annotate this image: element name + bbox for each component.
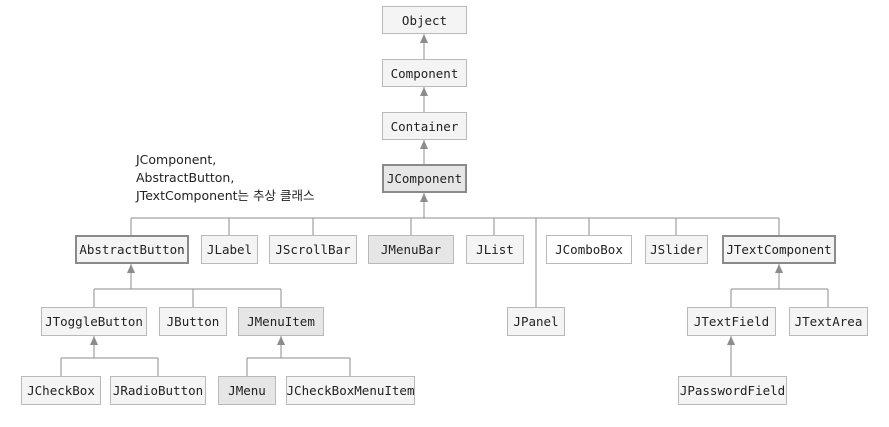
- arrow-to-jcomponent: [420, 193, 428, 202]
- class-jcheckbox: JCheckBox: [21, 376, 101, 405]
- arrow-to-jtogglebutton: [90, 336, 98, 345]
- class-object: Object: [382, 6, 467, 34]
- class-jcomponent: JComponent: [382, 164, 467, 193]
- class-component: Component: [382, 59, 467, 87]
- class-jmenubar: JMenuBar: [368, 235, 454, 264]
- abstract-class-note: JComponent, AbstractButton, JTextCompone…: [136, 151, 315, 205]
- class-jtogglebutton: JToggleButton: [41, 307, 147, 336]
- class-jpanel: JPanel: [507, 307, 565, 336]
- arrow-to-component: [420, 87, 428, 96]
- note-line-1: JComponent,: [136, 152, 217, 167]
- note-line-3: JTextComponent는 추상 클래스: [136, 188, 315, 203]
- class-jcombobox: JComboBox: [546, 235, 632, 264]
- class-jpasswordfield: JPasswordField: [678, 376, 787, 405]
- arrow-to-jtextfield: [727, 336, 735, 345]
- class-abstract-button: AbstractButton: [75, 235, 189, 264]
- note-line-2: AbstractButton,: [136, 170, 235, 185]
- class-jtextarea: JTextArea: [789, 307, 868, 336]
- class-jlist: JList: [466, 235, 524, 264]
- arrow-to-object: [420, 34, 428, 43]
- class-jtextfield: JTextField: [687, 307, 776, 336]
- class-jscrollbar: JScrollBar: [269, 235, 357, 264]
- class-jcheckboxmenuitem: JCheckBoxMenuItem: [286, 376, 415, 405]
- class-jslider: JSlider: [645, 235, 708, 264]
- class-jradiobutton: JRadioButton: [110, 376, 206, 405]
- class-jlabel: JLabel: [201, 235, 258, 264]
- class-jmenuitem: JMenuItem: [238, 307, 324, 336]
- arrow-to-jmenuitem: [277, 336, 285, 345]
- arrow-to-abstractbutton: [127, 264, 135, 273]
- class-jbutton: JButton: [159, 307, 227, 336]
- class-jmenu: JMenu: [218, 376, 276, 405]
- class-jtextcomponent: JTextComponent: [722, 235, 836, 264]
- arrow-to-container: [420, 140, 428, 149]
- arrow-to-jtextcomponent: [775, 264, 783, 273]
- class-container: Container: [382, 112, 467, 140]
